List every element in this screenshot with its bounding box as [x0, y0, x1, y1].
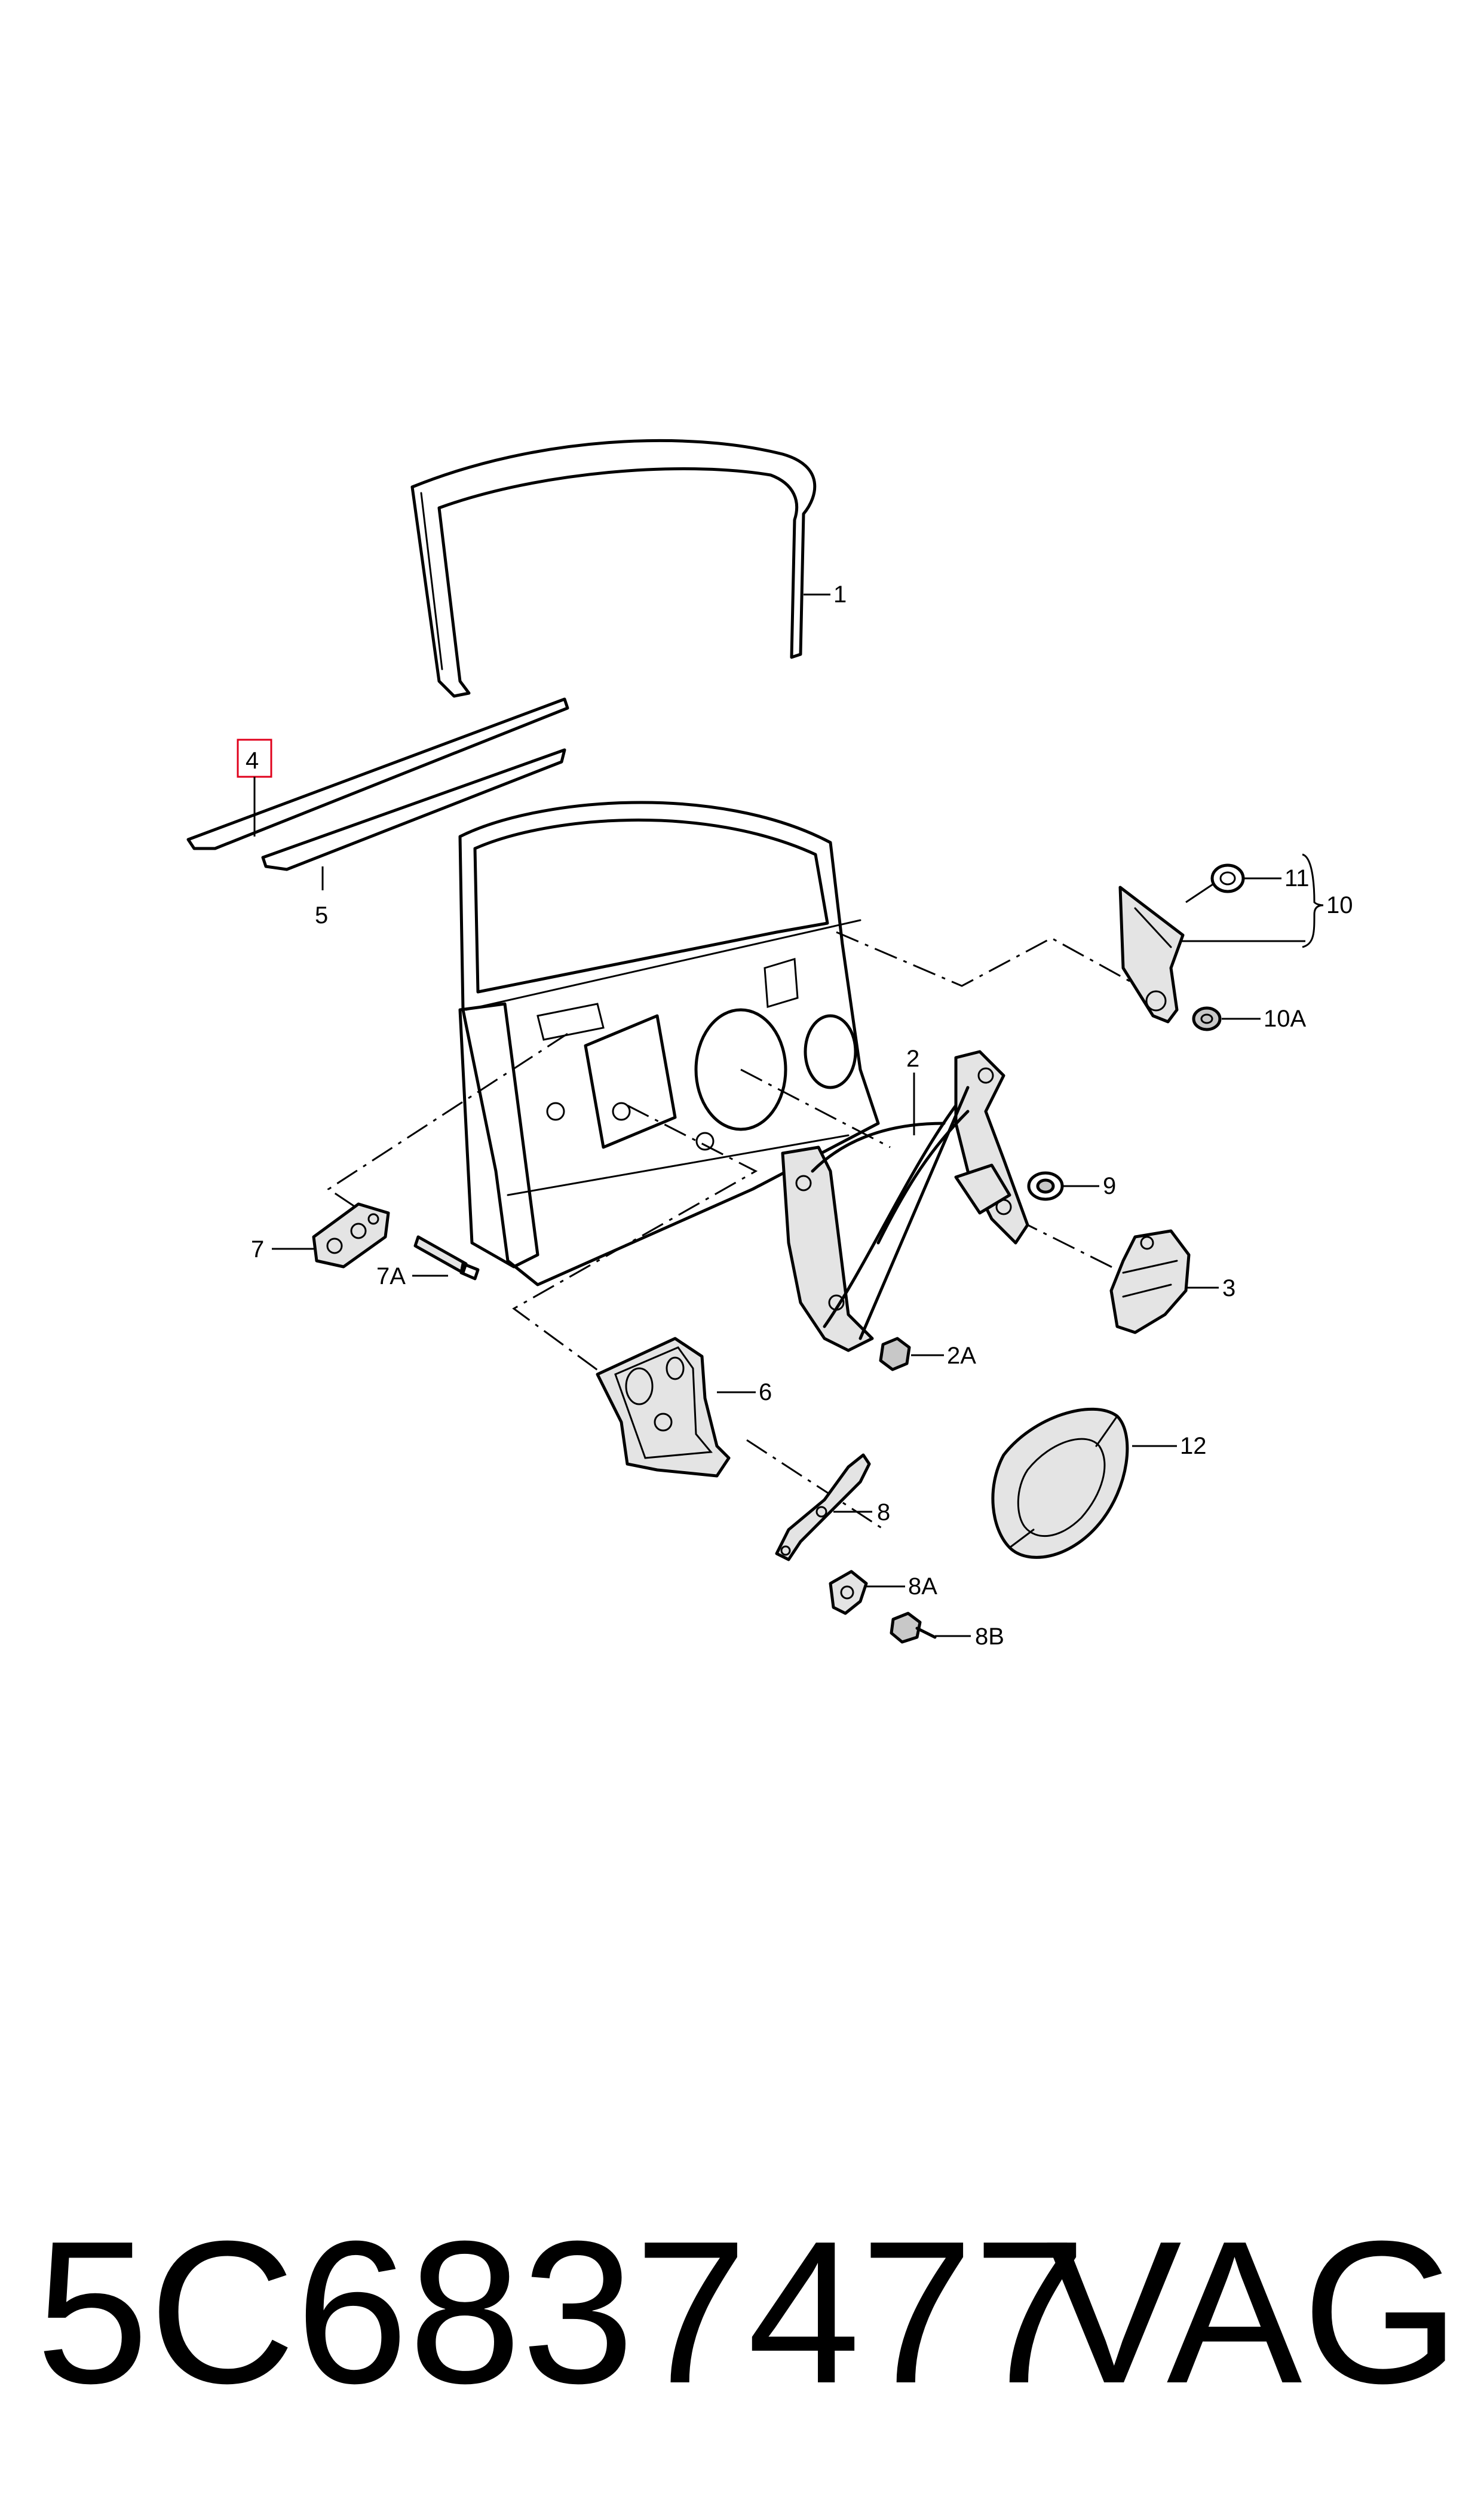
callout-2a: 2A	[947, 1343, 976, 1369]
part-6-seal-plate	[596, 1337, 731, 1478]
part-8a-clip	[829, 1570, 868, 1615]
leader-11a	[1185, 883, 1213, 903]
callout-10: 10	[1326, 892, 1353, 918]
part-number: 5C6837477	[36, 2199, 1087, 2426]
door-shell	[458, 801, 880, 1286]
callout-9: 9	[1103, 1173, 1116, 1199]
assembly-line-8	[746, 1439, 885, 1531]
part-10-mirror-mount	[1118, 886, 1185, 1024]
part-11-grommet	[1210, 863, 1245, 893]
callout-3: 3	[1222, 1275, 1235, 1301]
callout-7a: 7A	[376, 1263, 406, 1289]
part-9-washer	[1027, 1171, 1064, 1201]
callout-8b: 8B	[975, 1623, 1004, 1650]
part-12-damper-ring	[991, 1407, 1129, 1559]
callout-11: 11	[1284, 865, 1310, 892]
part-2a-nut	[879, 1337, 911, 1371]
assembly-line-2	[740, 1068, 891, 1148]
part-7a-rod	[413, 1235, 480, 1281]
callout-8: 8	[877, 1499, 890, 1525]
callout-4: 4	[246, 748, 259, 774]
callout-10a: 10A	[1264, 1006, 1306, 1032]
callout-6: 6	[759, 1379, 772, 1405]
part-3-window-motor	[1109, 1229, 1191, 1334]
assembly-line-7	[327, 1033, 568, 1226]
part-7-cover	[312, 1202, 390, 1269]
part-10a-nut	[1192, 1006, 1222, 1031]
callout-12: 12	[1180, 1433, 1207, 1459]
assembly-line-10	[836, 931, 1172, 1005]
callout-8a: 8A	[908, 1573, 937, 1600]
callout-5: 5	[315, 902, 328, 929]
bracket-10	[1302, 853, 1324, 948]
part-5-inner-window-strip	[261, 748, 566, 871]
callout-1: 1	[833, 581, 847, 608]
callout-2: 2	[906, 1046, 919, 1072]
part-2-window-regulator	[781, 1050, 1029, 1352]
part-8-bracket	[775, 1453, 871, 1561]
callout-7: 7	[251, 1236, 264, 1263]
part-8b-bolt	[890, 1612, 937, 1644]
part-1-window-frame-seal	[410, 439, 817, 698]
assembly-line-3	[1015, 1218, 1124, 1274]
brand-name: VAG	[1046, 2199, 1460, 2426]
part-4-outer-window-strip	[186, 697, 569, 850]
assembly-line-6	[512, 1104, 758, 1376]
